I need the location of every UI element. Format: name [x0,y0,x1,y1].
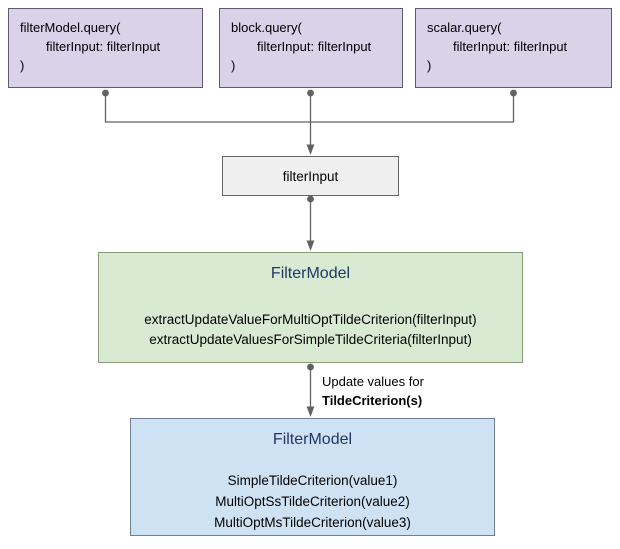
arrow-down-icon [306,240,315,251]
connector-origin-dot [307,363,314,371]
connector-origin-dot [510,89,517,97]
merge-connector [104,93,515,146]
method-line: extractUpdateValueForMultiOptTildeCriter… [144,312,477,327]
query-box-filtermodel: filterModel.query( filterInput: filterIn… [8,8,203,88]
update-arrow-label-line2: TildeCriterion(s) [322,393,423,408]
query-line: filterInput: filterInput [46,39,161,54]
query-line: filterInput: filterInput [257,39,372,54]
connector-origin-dot [307,89,314,97]
query-line: ) [20,58,25,73]
filter-input-label: filterInput [282,168,339,184]
extract-methods: extractUpdateValueForMultiOptTildeCriter… [99,310,522,350]
query-line: filterModel.query( [20,20,121,35]
filter-input-box: filterInput [222,156,399,196]
update-arrow-label: Update values for TildeCriterion(s) [322,372,424,410]
query-line: ) [231,58,236,73]
criterion-line: MultiOptMsTildeCriterion(value3) [214,515,411,530]
connector-origin-dot [307,195,314,203]
filtermodel-result-box: FilterModel SimpleTildeCriterion(value1)… [130,418,495,536]
query-line: ) [427,58,432,73]
connector-origin-dot [102,89,109,97]
box-title: FilterModel [270,265,351,282]
update-arrow-label-line1: Update values for [322,374,424,389]
query-line: filterInput: filterInput [453,39,568,54]
query-line: block.query( [231,20,302,35]
arrow-down-icon [306,406,315,417]
query-box-scalar: scalar.query( filterInput: filterInput ) [415,8,612,88]
arrow-down-icon [306,144,315,155]
box-title: FilterModel [272,431,353,448]
method-line: extractUpdateValuesForSimpleTildeCriteri… [149,332,472,347]
criterion-line: MultiOptSsTildeCriterion(value2) [215,494,410,509]
criterion-line: SimpleTildeCriterion(value1) [227,473,398,488]
filtermodel-extract-box: FilterModel extractUpdateValueForMultiOp… [98,252,523,363]
query-box-block: block.query( filterInput: filterInput ) [219,8,403,88]
query-line: scalar.query( [427,20,502,35]
result-criteria: SimpleTildeCriterion(value1) MultiOptSsT… [131,470,494,533]
